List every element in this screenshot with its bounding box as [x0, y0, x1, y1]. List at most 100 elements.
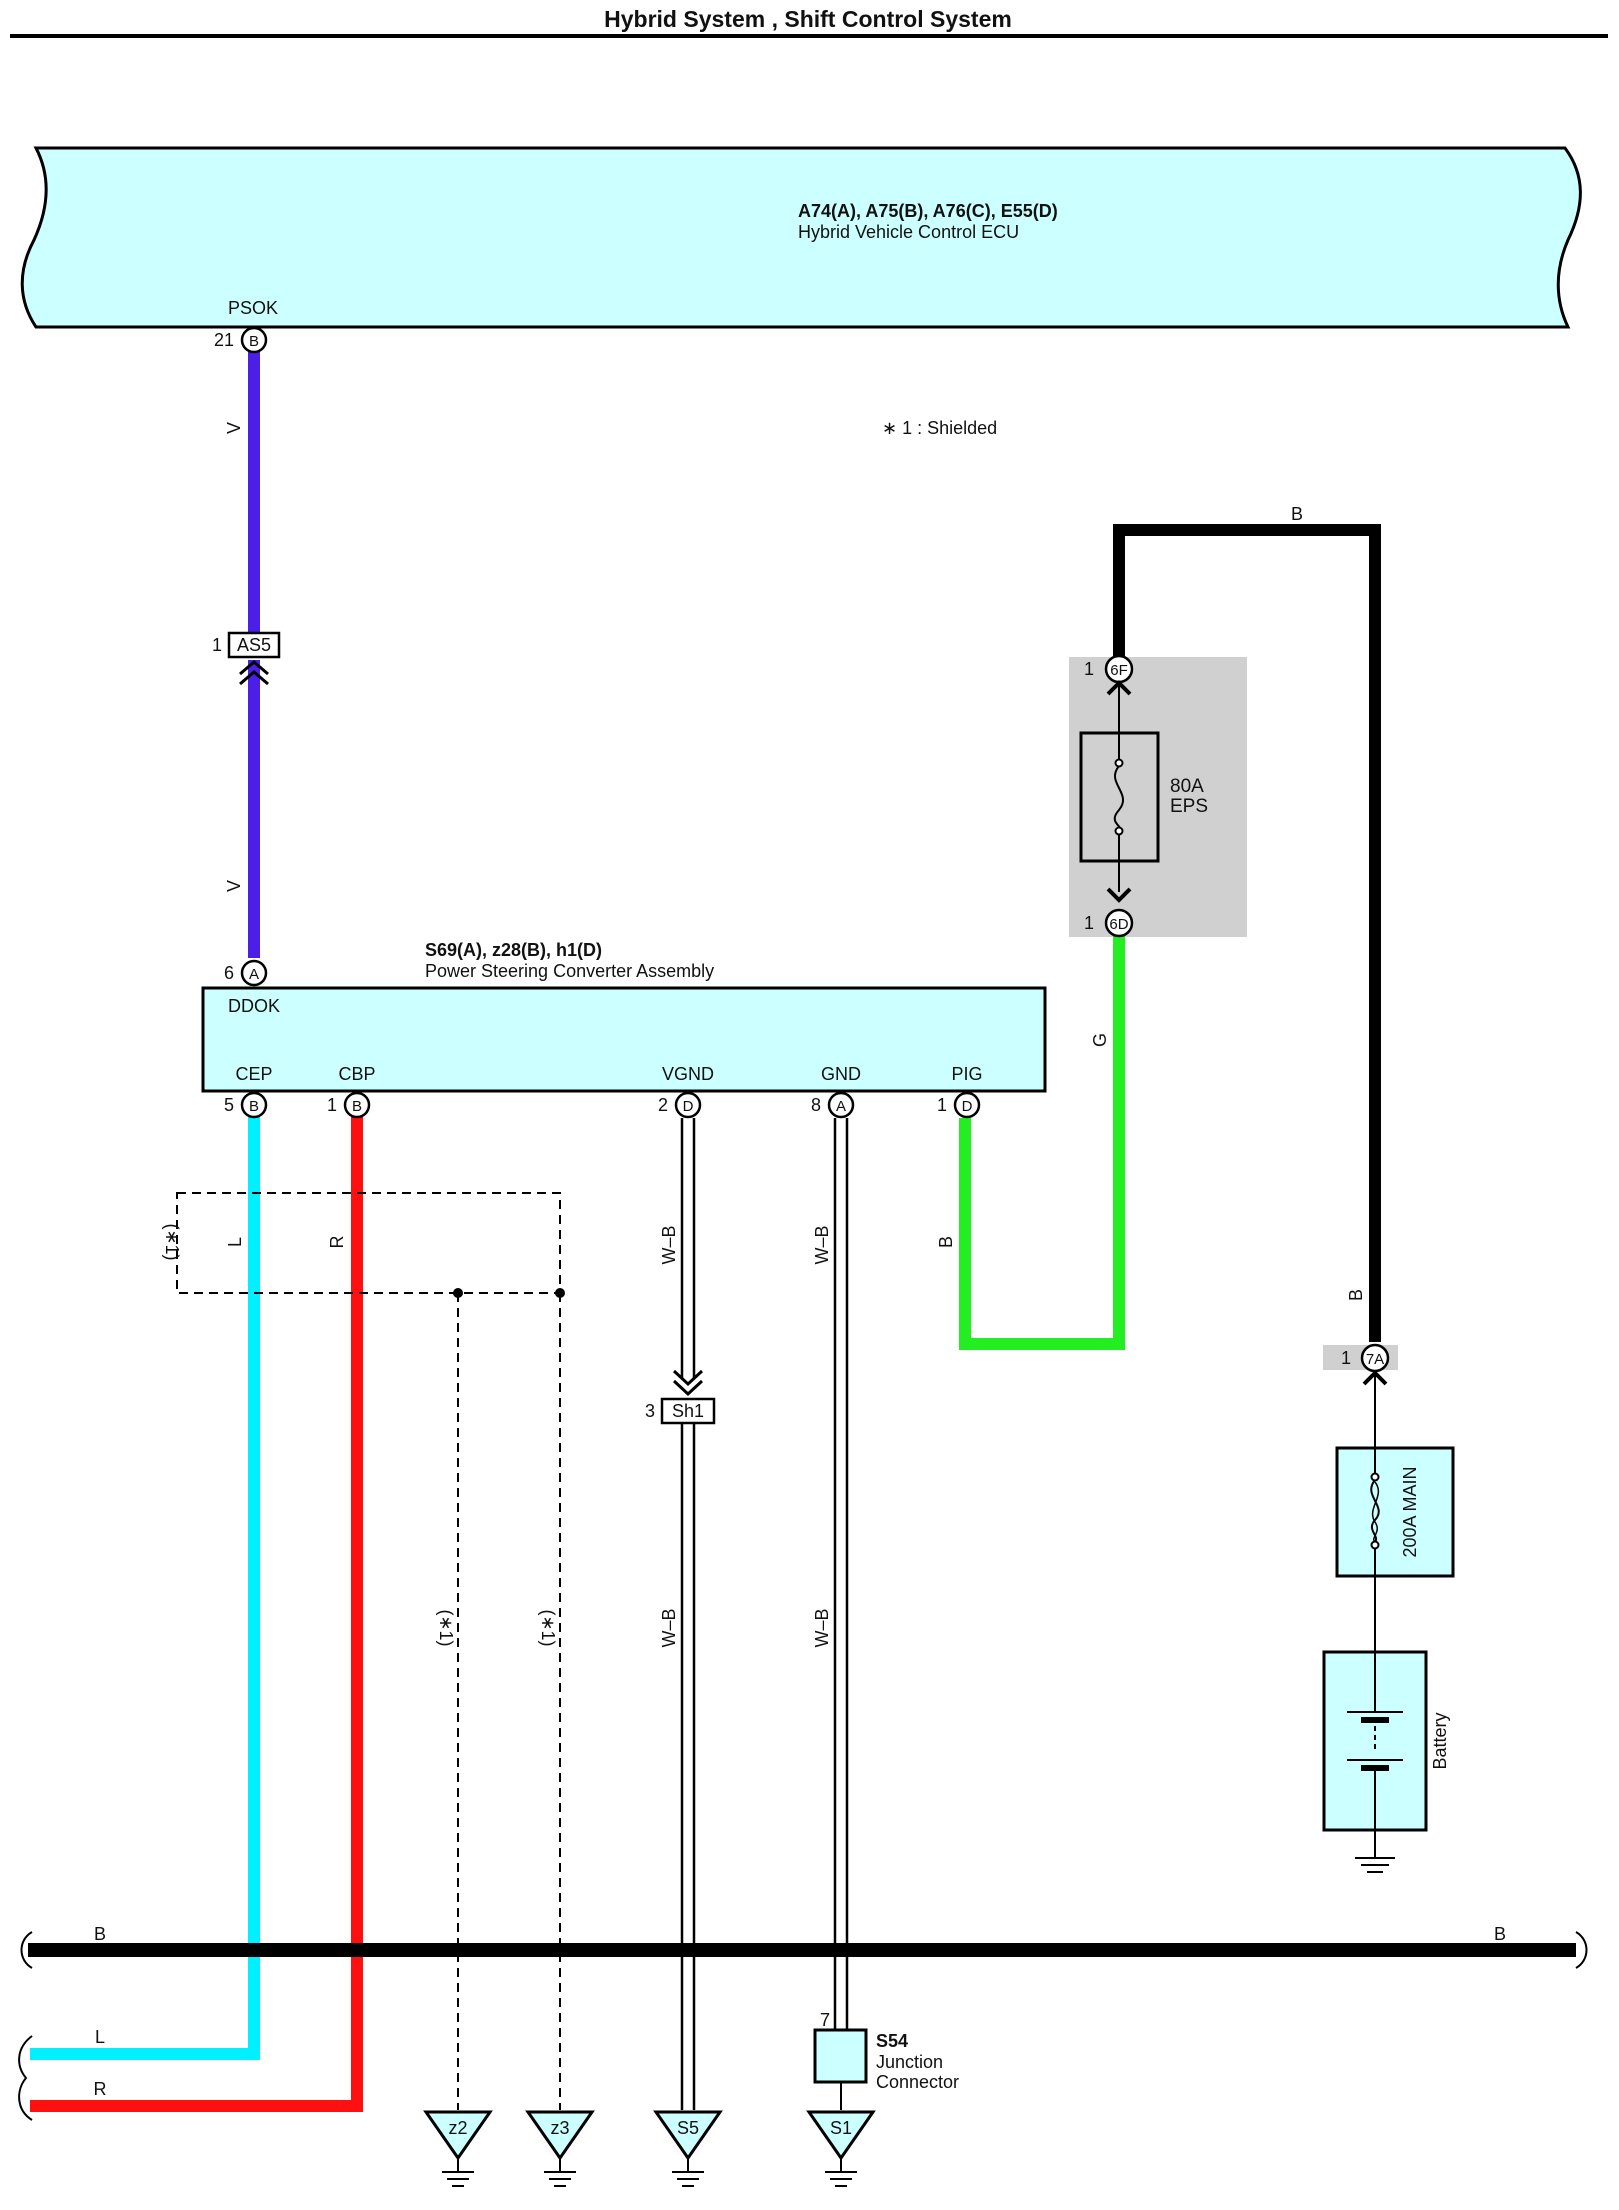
ground-z3-label: z3 [550, 2118, 569, 2138]
wire-label-wb-vgnd-lower: W–B [659, 1608, 679, 1647]
bus-lr-break-left [18, 2035, 33, 2121]
bus-l-label: L [95, 2027, 105, 2047]
wire-label-g: G [1090, 1033, 1110, 1047]
terminal-cep-label: CEP [235, 1064, 272, 1084]
junction-s54-name-2: Connector [876, 2072, 959, 2092]
pin-cbp [343, 1091, 371, 1119]
pin-7a-number: 1 [1341, 1348, 1351, 1368]
shield-box-label: (∗1) [162, 1223, 182, 1260]
wire-black-battery-feed [1113, 524, 1381, 1342]
ecu-terminal-psok: PSOK [228, 298, 278, 318]
pin-ddok-number: 6 [224, 963, 234, 983]
connector-sh1-code: Sh1 [672, 1401, 704, 1421]
main-fuse-box [1335, 1446, 1455, 1578]
wire-label-wb-vgnd-upper: W–B [659, 1225, 679, 1264]
pin-ddok [240, 959, 268, 987]
main-fuse-label: 200A MAIN [1400, 1466, 1420, 1557]
pin-gnd-connector: A [836, 1098, 846, 1115]
pin-cep-number: 5 [224, 1095, 234, 1115]
wire-label-b-top: B [1291, 504, 1303, 524]
connector-as5-chevron-1 [239, 660, 269, 676]
bus-r-label: R [94, 2079, 107, 2099]
pin-cep-connector: B [249, 1098, 259, 1115]
pin-6f-number: 1 [1084, 659, 1094, 679]
fuse-80a-element-icon [1113, 765, 1125, 829]
ground-s5 [653, 2110, 723, 2187]
bus-b-right-label: B [1494, 1924, 1506, 1944]
wire-cyan [30, 1116, 260, 2060]
ecu-block [20, 146, 1582, 329]
wire-label-b-pig: B [936, 1236, 956, 1248]
junction-s54-code: S54 [876, 2031, 908, 2051]
junction-s54-name-1: Junction [876, 2052, 943, 2072]
pin-psok [240, 326, 268, 354]
pin-vgnd-number: 2 [658, 1095, 668, 1115]
main-fuse-node-top [1370, 1472, 1380, 1482]
shield-node-z3 [555, 1288, 565, 1298]
ecu-connectors: A74(A), A75(B), A76(C), E55(D) [798, 201, 1058, 221]
bus-b-break-right [1575, 1931, 1588, 1969]
pin-cbp-connector: B [352, 1098, 362, 1115]
pin-6d-number: 1 [1084, 913, 1094, 933]
connector-as5 [227, 631, 281, 659]
pin-psok-number: 21 [214, 330, 234, 350]
fuse-80a-name: EPS [1170, 796, 1208, 817]
fuse-80a-node-top [1114, 758, 1124, 768]
pin-6d-chevron [1106, 887, 1132, 903]
converter-name: Power Steering Converter Assembly [425, 961, 714, 981]
wire-label-b-right: B [1346, 1289, 1366, 1301]
bus-b-break-left [20, 1931, 33, 1969]
battery-label: Battery [1430, 1712, 1450, 1769]
converter-terminal-ddok: DDOK [228, 996, 280, 1016]
shield-z3-label: (∗1) [538, 1609, 558, 1646]
junction-s54-pin: 7 [820, 2010, 830, 2030]
wire-red [30, 1116, 363, 2112]
note-shielded: ∗ 1 : Shielded [882, 418, 997, 438]
ground-z2-label: z2 [448, 2118, 467, 2138]
pin-pig-number: 1 [937, 1095, 947, 1115]
pin-7a-code: 7A [1366, 1351, 1384, 1368]
wire-label-wb-gnd-upper: W–B [812, 1225, 832, 1264]
junction-s54 [813, 2028, 868, 2084]
ground-z2 [423, 2110, 493, 2187]
pin-6f-code: 6F [1110, 662, 1128, 679]
ecu-name: Hybrid Vehicle Control ECU [798, 222, 1019, 242]
pin-pig [953, 1091, 981, 1119]
wire-label-wb-gnd-lower: W–B [812, 1608, 832, 1647]
fuse-80a-rating: 80A [1170, 776, 1204, 797]
ground-s1 [806, 2110, 876, 2187]
shield-z2-label: (∗1) [436, 1609, 456, 1646]
pin-pig-connector: D [962, 1098, 973, 1115]
main-fuse-element-icon-2 [1372, 1481, 1380, 1543]
fuse-80a-node-bottom [1114, 826, 1124, 836]
pin-6d [1104, 908, 1134, 938]
ground-z3 [525, 2110, 595, 2187]
wire-green [959, 935, 1125, 1350]
wire-label-v-upper: V [224, 422, 244, 434]
pin-psok-connector: B [249, 333, 259, 350]
terminal-gnd-label: GND [821, 1064, 861, 1084]
shield-node-z2 [453, 1288, 463, 1298]
pin-cep [240, 1091, 268, 1119]
terminal-vgnd-label: VGND [662, 1064, 714, 1084]
wire-label-r: R [327, 1236, 347, 1249]
connector-sh1-chevron-2 [672, 1379, 704, 1397]
page-title: Hybrid System , Shift Control System [604, 6, 1012, 32]
terminal-cbp-label: CBP [338, 1064, 375, 1084]
converter-connectors: S69(A), z28(B), h1(D) [425, 940, 602, 960]
ground-s1-label: S1 [830, 2118, 852, 2138]
connector-sh1-pin: 3 [645, 1401, 655, 1421]
wire-label-v-lower: V [224, 880, 244, 892]
terminal-pig-label: PIG [951, 1064, 982, 1084]
pin-gnd-number: 8 [811, 1095, 821, 1115]
shield-box [176, 1192, 561, 1294]
bus-b-left-label: B [94, 1924, 106, 1944]
connector-sh1 [660, 1397, 716, 1425]
pin-gnd [827, 1091, 855, 1119]
converter-block [201, 986, 1047, 1093]
pin-6d-code: 6D [1109, 916, 1128, 933]
connector-sh1-chevron-1 [672, 1369, 704, 1387]
pin-vgnd-connector: D [683, 1098, 694, 1115]
main-fuse-node-bottom [1370, 1540, 1380, 1550]
